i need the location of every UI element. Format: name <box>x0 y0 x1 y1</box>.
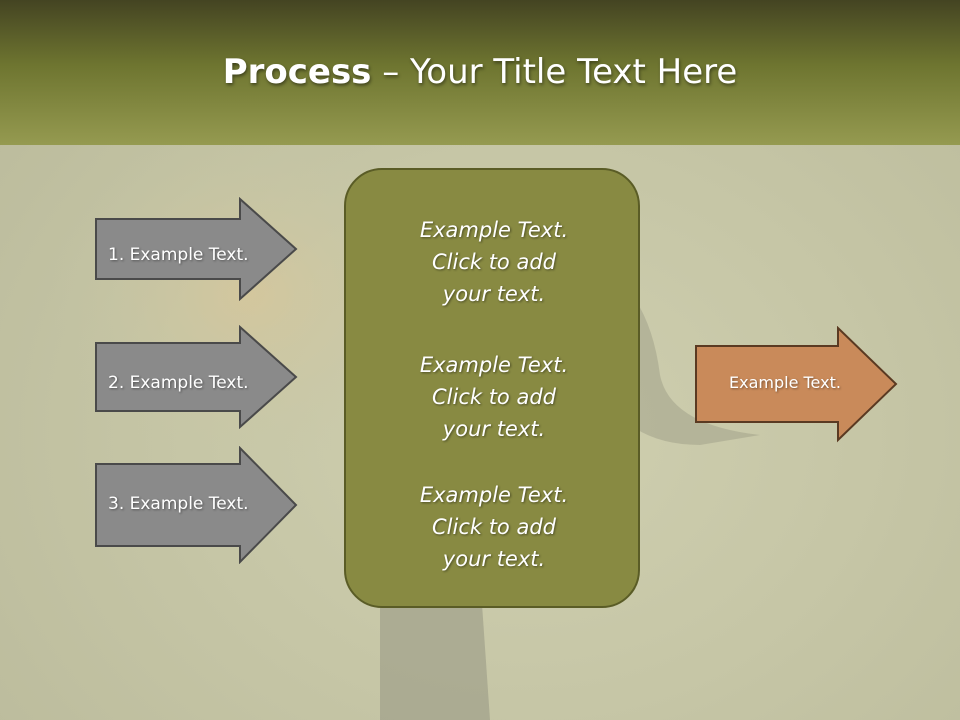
left-arrow-1-label: 1. Example Text. <box>108 245 249 265</box>
center-content-box[interactable]: Example Text. Click to add your text. Ex… <box>344 168 640 608</box>
center-text-1[interactable]: Example Text. Click to add your text. <box>419 218 569 306</box>
left-arrow-2[interactable] <box>94 325 300 429</box>
left-arrow-3[interactable] <box>94 446 300 564</box>
title-bar: Process – Your Title Text Here <box>0 0 960 145</box>
left-arrow-1[interactable] <box>94 197 300 301</box>
center-text-2[interactable]: Example Text. Click to add your text. <box>419 353 569 441</box>
left-arrow-2-label: 2. Example Text. <box>108 373 249 393</box>
left-arrow-3-label: 3. Example Text. <box>108 494 249 514</box>
center-text-3[interactable]: Example Text. Click to add your text. <box>419 483 569 571</box>
right-arrow-label: Example Text. <box>729 373 841 392</box>
right-arrow[interactable] <box>694 326 900 444</box>
slide-title[interactable]: Process – Your Title Text Here <box>222 52 738 92</box>
